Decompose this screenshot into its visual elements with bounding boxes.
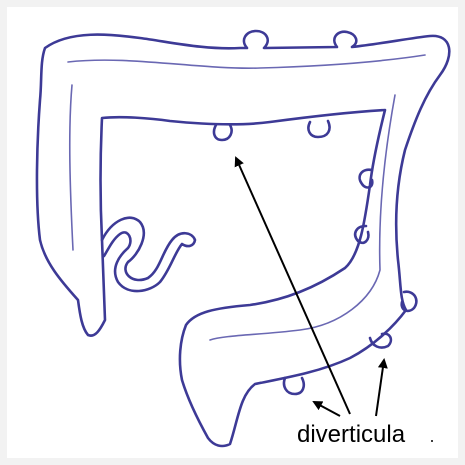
arrow-to-right-diverticulum (376, 360, 384, 416)
colon-inner-line (68, 55, 425, 68)
diverticulum-1 (214, 125, 232, 140)
colon-outer-outline (37, 31, 449, 446)
diverticulum-7 (284, 378, 304, 394)
arrow-to-lower-diverticulum (314, 402, 340, 416)
colon-inner-line-ascending (70, 85, 73, 250)
small-bowel-loop (102, 218, 195, 291)
diverticula-label: diverticula (297, 423, 405, 447)
speck (431, 440, 433, 442)
diverticulum-2 (308, 121, 329, 137)
colon-inner-line-descending (210, 95, 395, 340)
